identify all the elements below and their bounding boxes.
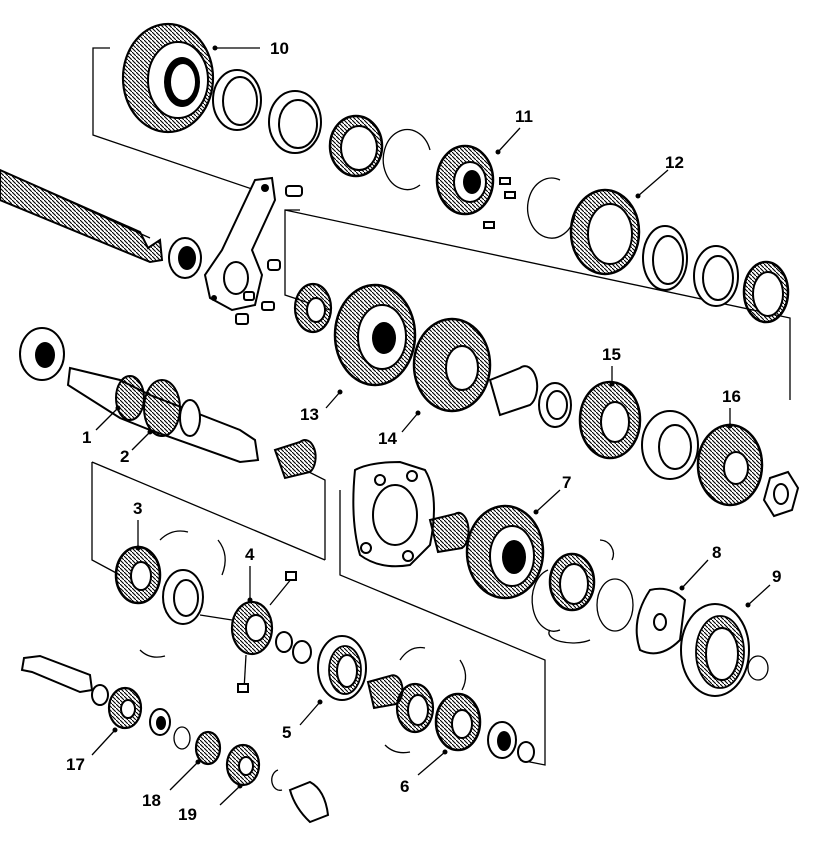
bushing-14b <box>488 365 539 417</box>
thrust-washer-8 <box>635 587 687 655</box>
gear-17 <box>107 686 143 730</box>
ring-5c <box>384 646 467 754</box>
synchro-ring-10c <box>328 114 384 178</box>
snap-ring-10d <box>382 128 431 191</box>
callout-10: 10 <box>270 39 289 58</box>
callout-17: 17 <box>66 755 85 774</box>
synchro-hub-11 <box>435 144 516 229</box>
gear-10 <box>121 22 215 134</box>
snap-ring-9b <box>747 655 769 681</box>
bearing-15b <box>641 410 699 480</box>
seal-mainshaft <box>168 237 202 279</box>
clip-19b <box>271 769 283 791</box>
synchro-ring-7c <box>531 539 615 644</box>
callout-13: 13 <box>300 405 319 424</box>
callout-16: 16 <box>722 387 741 406</box>
bearing-17b <box>149 708 191 750</box>
shift-fork-4 <box>199 571 297 693</box>
clips-3c <box>139 530 226 658</box>
shift-plate <box>203 176 277 312</box>
callout-9: 9 <box>772 567 781 586</box>
snap-ring-7d <box>596 578 634 632</box>
bolts-shift-plate <box>235 185 303 325</box>
callout-14: 14 <box>378 429 397 448</box>
spline-hub-13a <box>293 282 333 334</box>
nut-16b <box>762 470 800 518</box>
gear-13 <box>333 283 417 387</box>
needle-bearing-countershaft <box>273 439 317 480</box>
callout-12: 12 <box>665 153 684 172</box>
ring-12b <box>693 245 739 307</box>
group-bracket-right <box>339 490 546 766</box>
bearing-plate-7a <box>352 460 435 568</box>
gear-16 <box>696 423 764 507</box>
callout-11: 11 <box>515 107 533 126</box>
gear-19 <box>225 743 261 787</box>
gear-3 <box>114 545 162 605</box>
gear-6 <box>434 692 482 752</box>
gear-15 <box>578 380 642 460</box>
group-bracket-middle <box>91 461 326 576</box>
callout-6: 6 <box>400 777 409 796</box>
ring-12a <box>642 225 688 291</box>
washers-4b <box>275 631 312 664</box>
callout-2: 2 <box>120 447 129 466</box>
countershaft <box>66 366 260 464</box>
sleeve-5 <box>317 635 367 701</box>
mainshaft <box>0 168 164 264</box>
callout-1: 1 <box>82 428 91 447</box>
ring-9 <box>680 603 750 697</box>
bearing-countershaft <box>19 327 65 381</box>
ring-3b <box>162 569 204 625</box>
gear-14 <box>412 317 492 413</box>
synchro-ring-12c <box>742 260 790 324</box>
shift-block <box>288 780 330 824</box>
ring-10b <box>268 90 322 154</box>
bearing-14c <box>538 382 572 428</box>
callout-8: 8 <box>712 543 721 562</box>
callout-4: 4 <box>245 545 255 564</box>
snap-ring-11b <box>527 177 576 239</box>
callout-7: 7 <box>562 473 571 492</box>
callout-3: 3 <box>133 499 142 518</box>
ring-10a <box>212 69 262 131</box>
callout-15: 15 <box>602 345 621 364</box>
idler-shaft <box>20 654 94 694</box>
needle-bearing-18 <box>194 730 222 766</box>
gear-7 <box>465 504 545 600</box>
callout-5: 5 <box>282 723 291 742</box>
needle-bearing-7b <box>428 511 470 554</box>
bearing-6b <box>487 721 535 763</box>
leader-lines <box>91 45 771 806</box>
washer-17a <box>91 684 109 706</box>
callout-18: 18 <box>142 791 161 810</box>
gear-12 <box>569 188 641 276</box>
callout-19: 19 <box>178 805 197 824</box>
